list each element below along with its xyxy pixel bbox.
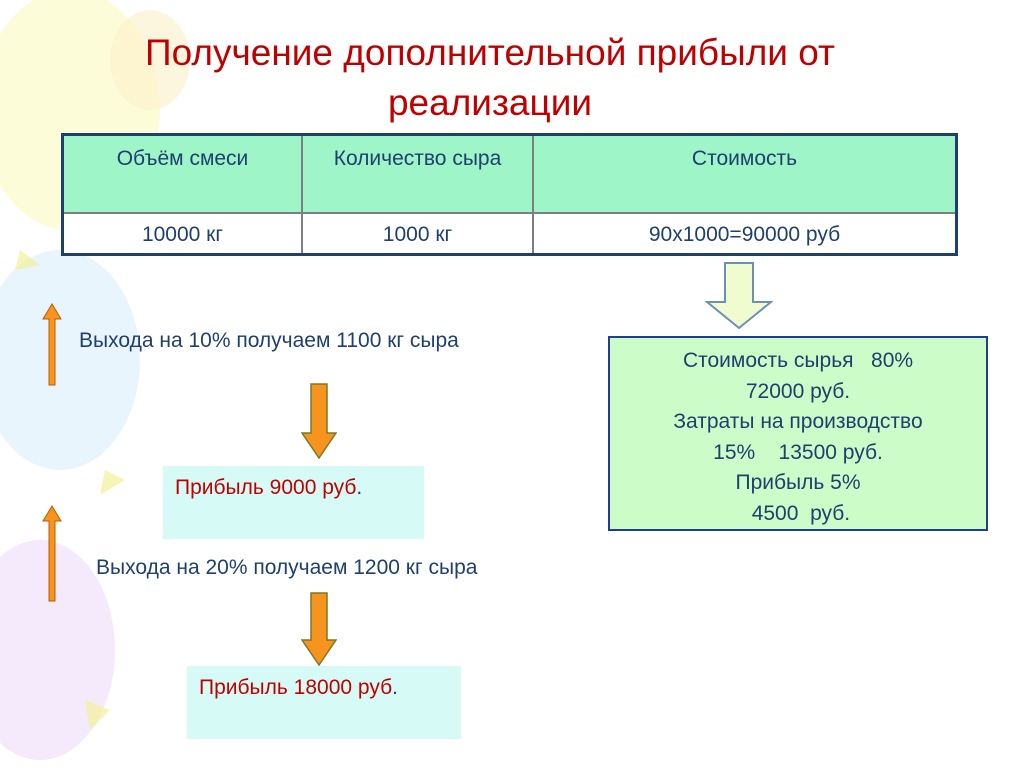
cost-line: Стоимость сырья 80% bbox=[682, 349, 914, 372]
table-row: 10000 кг 1000 кг 90х1000=90000 руб bbox=[61, 212, 958, 256]
cost-breakdown-box: Стоимость сырья 80% 72000 руб. Затраты н… bbox=[608, 336, 988, 531]
page-title: Получение дополнительной прибыли от реал… bbox=[145, 32, 835, 123]
down-arrow-icon bbox=[301, 592, 337, 666]
up-arrow-icon bbox=[42, 303, 62, 386]
profit-9000-text: Прибыль 9000 руб bbox=[175, 476, 357, 499]
table-header-row: Объём смеси Количество сыра Стоимость bbox=[61, 133, 958, 214]
table-cell: 10000 кг bbox=[61, 212, 303, 256]
table-header-cell: Количество сыра bbox=[301, 133, 534, 214]
yield-20-text: Выхода на 20% получаем 1200 кг сыра bbox=[96, 556, 478, 579]
sparkle-decoration bbox=[15, 250, 40, 270]
profit-18000-period: . bbox=[392, 676, 398, 699]
cheese-cost-table: Объём смеси Количество сыра Стоимость 10… bbox=[61, 133, 958, 256]
down-arrow-icon bbox=[705, 262, 773, 330]
cost-line: Затраты на производство bbox=[673, 410, 923, 433]
down-arrow-icon bbox=[301, 383, 337, 459]
table-cell: 1000 кг bbox=[301, 212, 534, 256]
balloon-decoration bbox=[0, 250, 140, 470]
sparkle-decoration bbox=[100, 470, 125, 495]
profit-18000-box: Прибыль 18000 руб. bbox=[187, 666, 461, 739]
table-cell: 90х1000=90000 руб bbox=[532, 212, 958, 256]
cost-line: 4500 руб. bbox=[745, 501, 851, 525]
profit-9000-period: . bbox=[356, 476, 363, 499]
profit-18000-text: Прибыль 18000 руб bbox=[199, 676, 393, 699]
profit-9000-box: Прибыль 9000 руб. bbox=[163, 466, 424, 539]
table-header-cell: Объём смеси bbox=[61, 133, 303, 214]
sparkle-decoration bbox=[85, 700, 110, 730]
cost-line: Прибыль 5% bbox=[735, 471, 861, 494]
table-header-cell: Стоимость bbox=[532, 133, 958, 214]
yield-10-text: Выхода на 10% получаем 1100 кг сыра bbox=[79, 329, 459, 352]
up-arrow-icon bbox=[42, 505, 62, 602]
cost-line: 15% 13500 руб. bbox=[713, 440, 883, 464]
balloon-decoration bbox=[110, 10, 190, 110]
cost-line: 72000 руб. bbox=[745, 379, 851, 403]
